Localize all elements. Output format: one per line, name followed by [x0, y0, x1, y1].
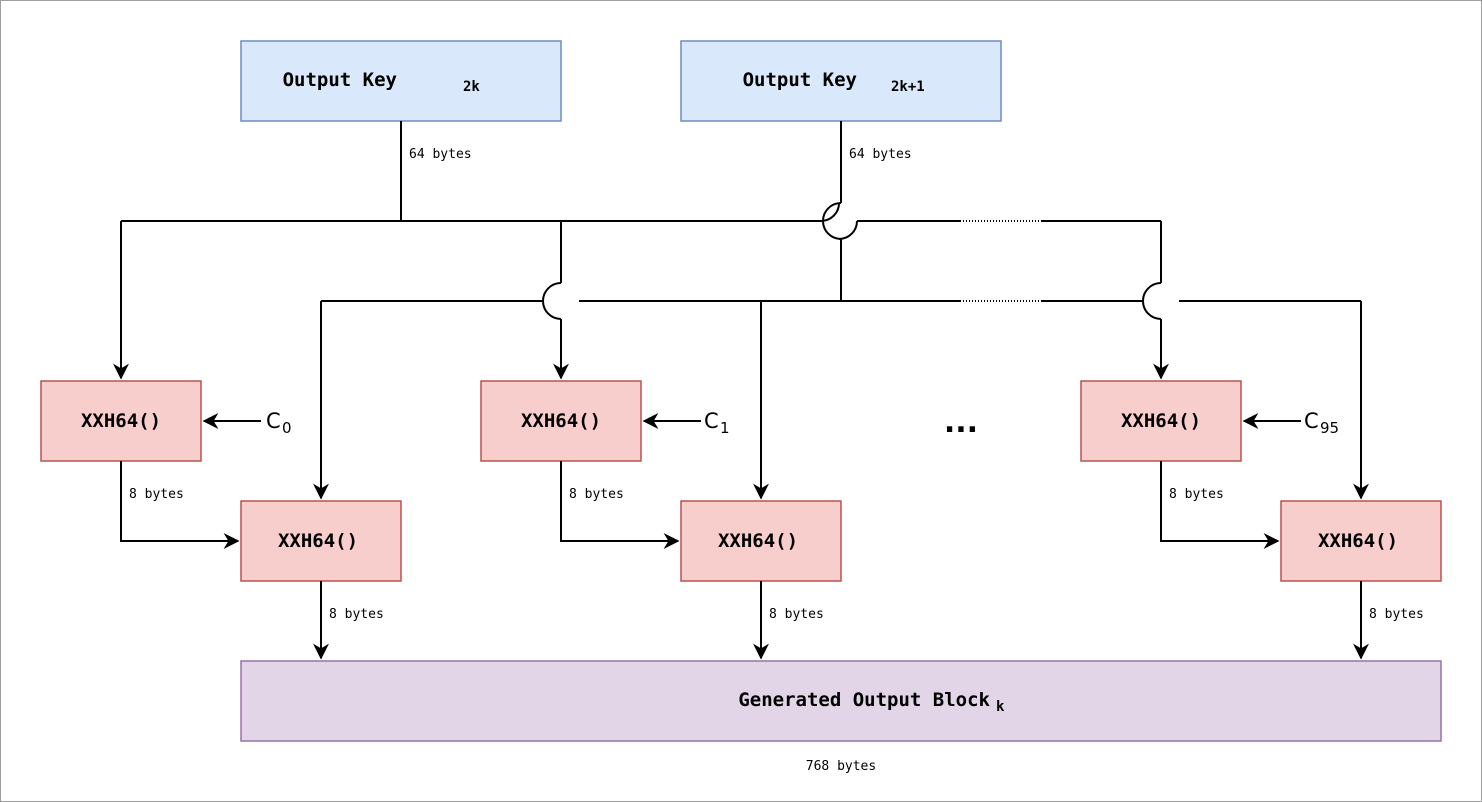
constant-c95-subscript: 95 — [1320, 419, 1339, 437]
output-key-2k1-subscript: 2k+1 — [891, 79, 925, 95]
constant-c1-subscript: 1 — [720, 419, 730, 437]
key-2k1-size-label: 64 bytes — [849, 147, 912, 162]
output-key-2k-box: Output Key 2k — [240, 40, 562, 122]
output-key-2k1-box: Output Key 2k+1 — [680, 40, 1002, 122]
key-2k-wires — [113, 121, 1169, 380]
hash-label: XXH64() — [1318, 530, 1398, 552]
hash-label: XXH64() — [1121, 410, 1201, 432]
hash-box-row1-95: XXH64() — [1080, 380, 1242, 462]
hash-size-label: 8 bytes — [569, 487, 624, 502]
hash-size-label: 8 bytes — [329, 607, 384, 622]
hash-label: XXH64() — [521, 410, 601, 432]
hash-label: XXH64() — [81, 410, 161, 432]
hash-label: XXH64() — [278, 530, 358, 552]
key-2k1-wires — [313, 121, 1369, 500]
key-2k-size-label: 64 bytes — [409, 147, 472, 162]
output-key-2k1-label: Output Key — [743, 69, 857, 91]
ellipsis: ... — [944, 405, 978, 440]
hash-box-row2-1: XXH64() — [680, 500, 842, 582]
output-key-2k-label: Output Key — [283, 69, 397, 91]
constant-c0-label: C — [266, 409, 281, 433]
hash-size-label: 8 bytes — [1169, 487, 1224, 502]
hash-box-row2-0: XXH64() — [240, 500, 402, 582]
hash-box-row2-95: XXH64() — [1280, 500, 1442, 582]
hash-size-label: 8 bytes — [769, 607, 824, 622]
hash-size-label: 8 bytes — [129, 487, 184, 502]
chain-wires — [120, 461, 1280, 549]
output-block-subscript: k — [996, 699, 1005, 715]
output-block-label: Generated Output Block — [738, 689, 990, 711]
output-wires — [313, 581, 1369, 660]
hash-box-row1-1: XXH64() — [480, 380, 642, 462]
output-block-size-label: 768 bytes — [806, 759, 876, 774]
constant-c1-label: C — [704, 409, 719, 433]
hash-box-row1-0: XXH64() — [40, 380, 202, 462]
hash-label: XXH64() — [718, 530, 798, 552]
hash-size-label: 8 bytes — [1369, 607, 1424, 622]
constant-c0-subscript: 0 — [282, 419, 292, 437]
generated-output-block-box: Generated Output Block k — [240, 660, 1442, 742]
output-key-2k-subscript: 2k — [463, 79, 480, 95]
constant-c95-label: C — [1304, 409, 1319, 433]
